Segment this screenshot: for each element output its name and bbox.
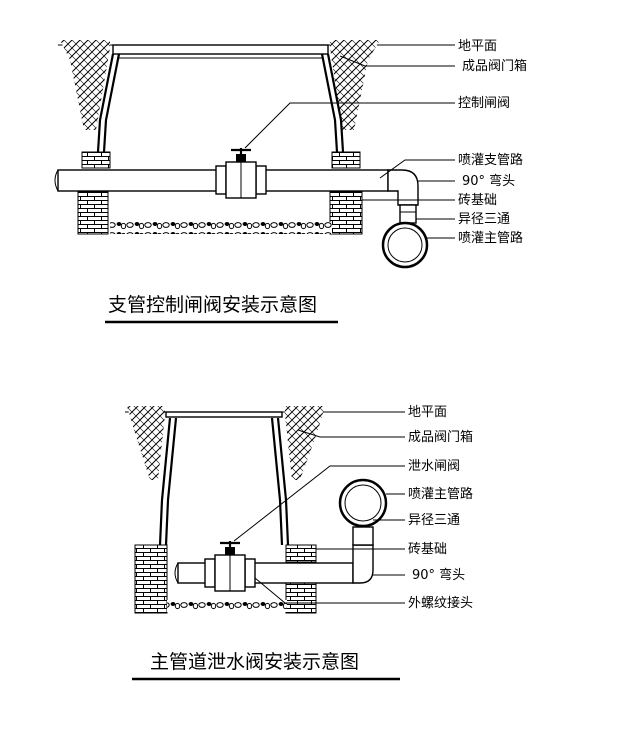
valve-box-lid <box>112 44 329 55</box>
soil-left-2 <box>127 406 165 480</box>
label-brick-base: 砖基础 <box>458 193 497 208</box>
elbow-90-2 <box>352 544 374 584</box>
label-elbow-2: 90° 弯头 <box>412 567 465 583</box>
diagram-drain-valve: 地平面 成品阀门箱 泄水闸阀 喷灌主管路 异径三通 砖基础 90° 弯头 外螺纹… <box>125 405 473 681</box>
gravel-bed-2 <box>167 600 287 612</box>
label-ground: 地平面 <box>458 39 497 54</box>
label-valve-box: 成品阀门箱 <box>462 58 527 74</box>
brick-top-left <box>81 151 111 169</box>
diagram2-title: 主管道泄水阀安装示意图 <box>150 651 359 673</box>
brick-base-right <box>329 191 363 235</box>
label-valve-box-2: 成品阀门箱 <box>408 429 473 445</box>
valve-box-lid-2 <box>165 411 283 418</box>
main-pipe-section-2 <box>338 478 388 528</box>
main-pipe-section <box>381 221 429 269</box>
label-brick-base-2: 砖基础 <box>408 542 447 557</box>
soil-right-2 <box>285 406 325 480</box>
drain-pipe <box>177 562 354 584</box>
reducing-tee-2 <box>352 526 374 546</box>
label-drain-valve: 泄水闸阀 <box>408 459 460 474</box>
label-main-pipe-2: 喷灌主管路 <box>408 486 473 502</box>
control-valve-body <box>215 148 267 199</box>
diagram1-title: 支管控制闸阀安装示意图 <box>108 294 317 316</box>
brick-left-2 <box>134 544 168 614</box>
gravel-bed <box>110 222 332 234</box>
label-threaded-joint: 外螺纹接头 <box>408 595 473 611</box>
brick-base-left <box>77 191 109 235</box>
soil-right <box>330 40 380 130</box>
label-main-pipe: 喷灌主管路 <box>458 230 523 246</box>
label-reducing-tee-2: 异径三通 <box>408 513 460 528</box>
drain-valve-body <box>204 541 256 592</box>
label-elbow: 90° 弯头 <box>462 173 515 189</box>
label-ground-2: 地平面 <box>408 405 447 420</box>
diagram-branch-valve: 地平面 成品阀门箱 控制闸阀 喷灌支管路 90° 弯头 砖基础 异径三通 喷灌主… <box>54 39 527 324</box>
label-branch-pipe: 喷灌支管路 <box>458 152 523 168</box>
label-reducing-tee: 异径三通 <box>458 212 510 227</box>
brick-top-right-2 <box>285 544 317 563</box>
brick-base-right-2 <box>285 582 317 614</box>
brick-top-right <box>331 151 361 169</box>
reducing-tee <box>399 204 417 224</box>
soil-left <box>60 40 110 130</box>
label-control-valve: 控制闸阀 <box>458 96 510 111</box>
